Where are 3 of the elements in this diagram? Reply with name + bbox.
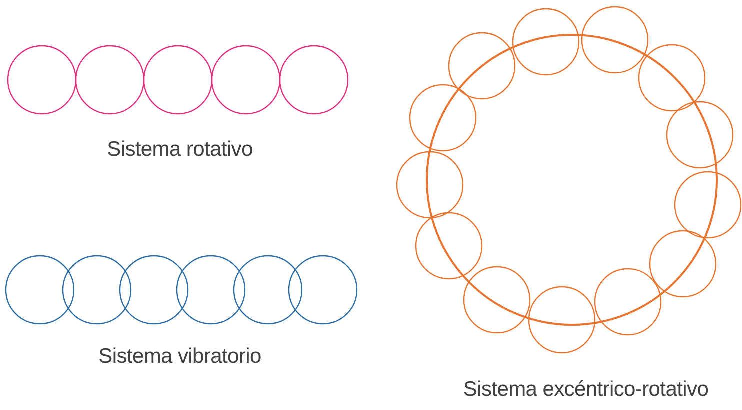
caption: Sistema rotativo	[107, 138, 253, 162]
caption: Sistema vibratorio	[98, 345, 262, 369]
caption: Sistema excéntrico-rotativo	[463, 378, 709, 402]
